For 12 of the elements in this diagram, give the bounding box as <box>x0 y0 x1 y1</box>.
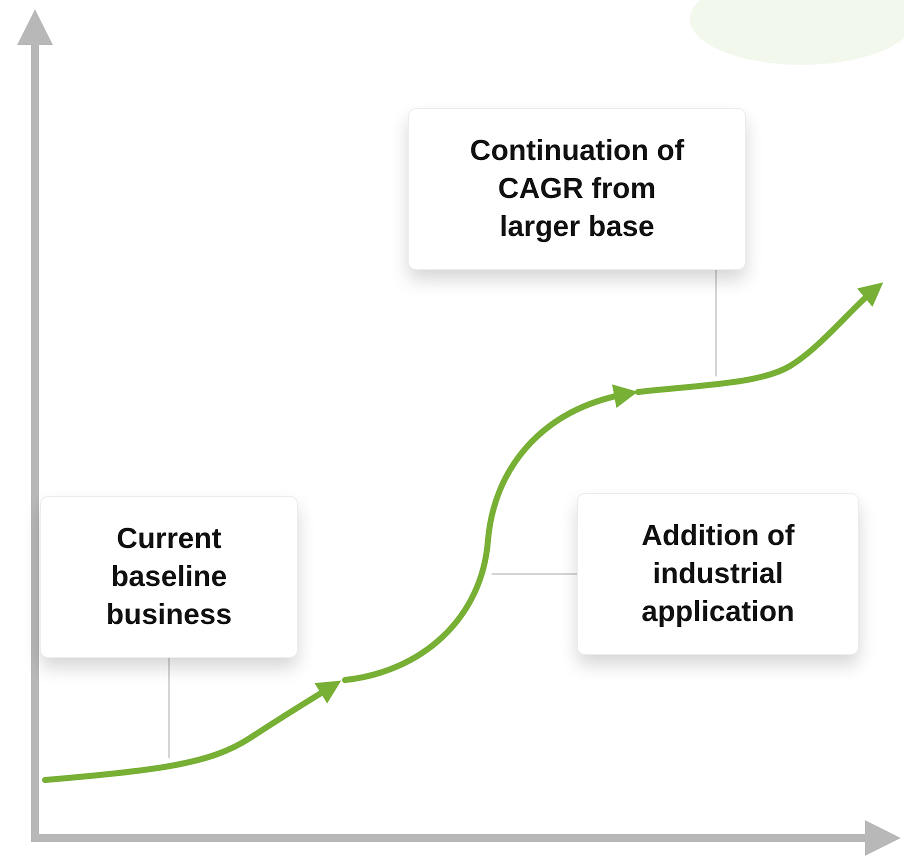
text-box <box>40 496 298 658</box>
text-box <box>577 493 859 655</box>
growth-arrow <box>342 385 638 683</box>
box-label: Current baseline business <box>105 522 233 633</box>
leader-line <box>492 573 577 575</box>
growth-arrow <box>635 282 884 395</box>
leader-line <box>168 658 170 758</box>
box-label: Addition of industrial application <box>640 519 796 630</box>
leader-line <box>715 270 717 376</box>
box-label: Continuation of CAGR from larger base <box>468 134 686 245</box>
growth-arrow <box>42 680 342 783</box>
text-box <box>408 108 746 270</box>
